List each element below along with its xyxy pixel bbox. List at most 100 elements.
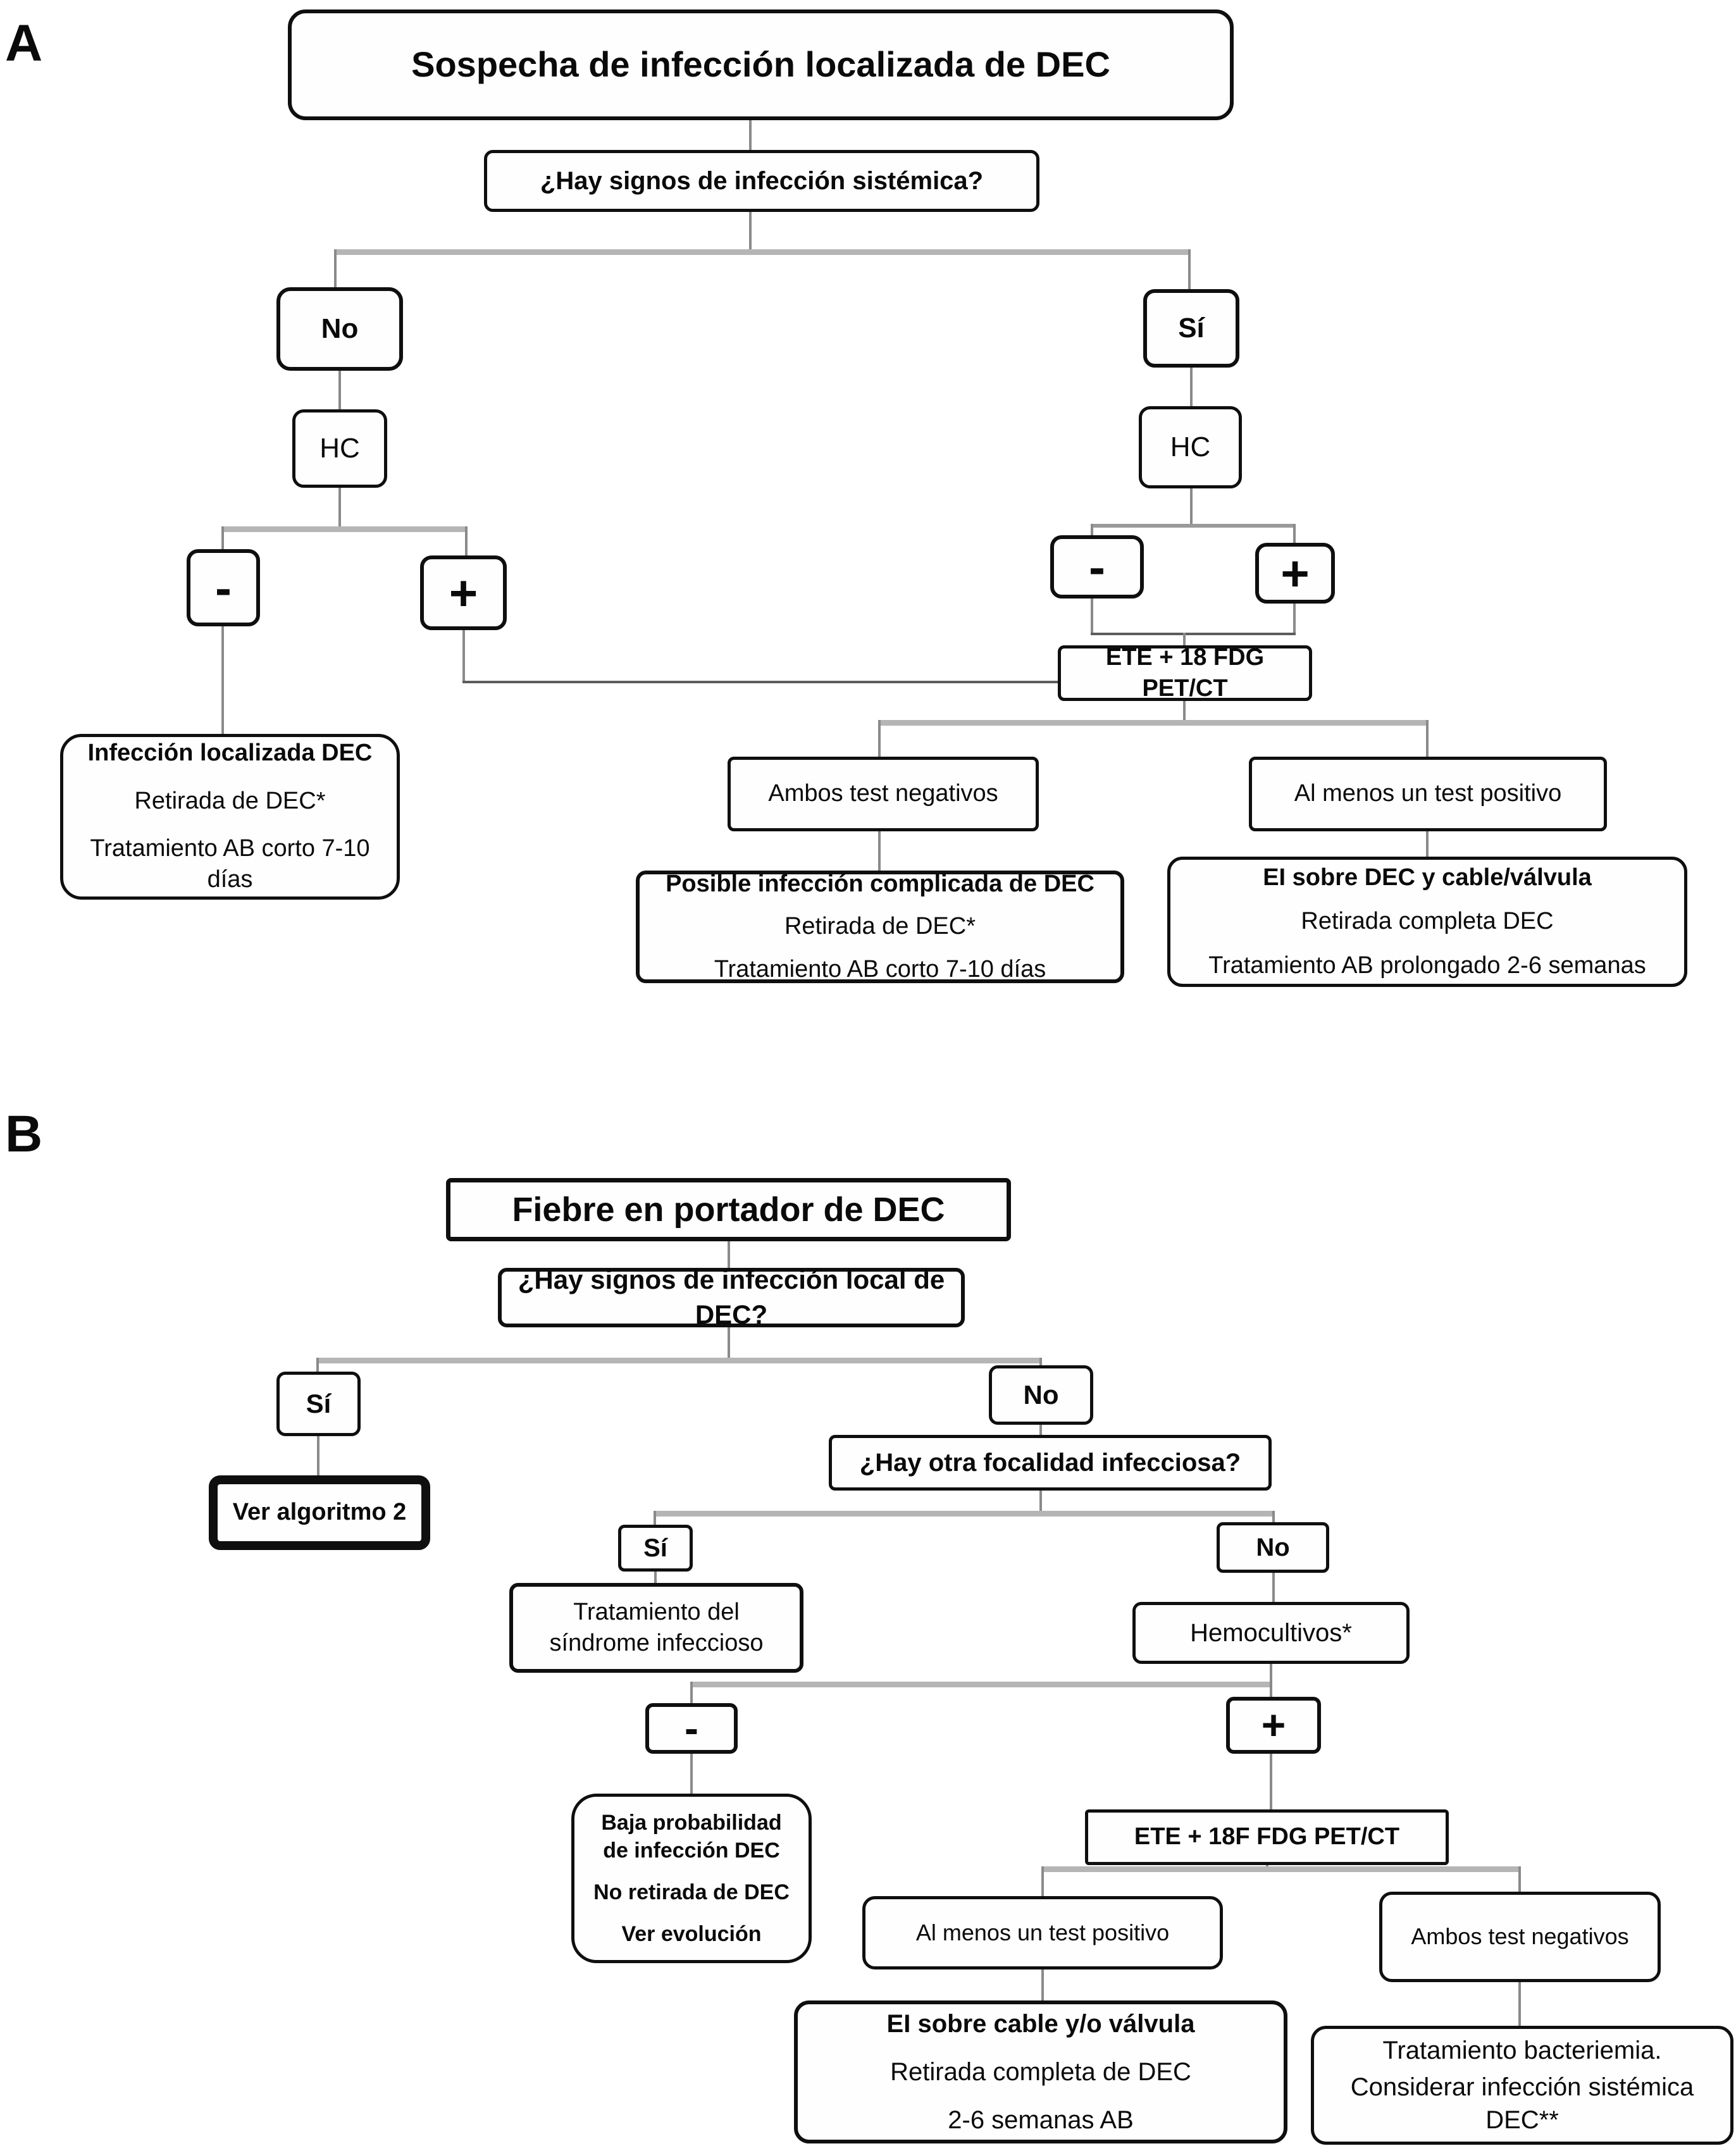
node-plus-right-a: + [1255, 543, 1335, 604]
connector [749, 120, 752, 150]
outcome-line: Retirada de DEC* [134, 787, 326, 814]
node-si-a-label: Sí [1178, 313, 1205, 344]
connector [462, 630, 465, 682]
question-other-focus: ¿Hay otra focalidad infecciosa? [829, 1435, 1272, 1491]
node-ete-b: ETE + 18F FDG PET/CT [1085, 1809, 1449, 1865]
connector [1043, 1866, 1520, 1872]
question-systemic-infection-label: ¿Hay signos de infección sistémica? [540, 167, 984, 195]
outcome-line: EI sobre DEC y cable/válvula [1263, 864, 1592, 891]
node-no-b2-label: No [1256, 1534, 1290, 1561]
connector [749, 212, 752, 252]
outcome-line: Posible infección complicada de DEC [666, 870, 1094, 897]
connector [1270, 1682, 1272, 1697]
connector [1091, 597, 1093, 634]
outcome-line: EI sobre cable y/o válvula [886, 2010, 1195, 2038]
node-minus-b: - [645, 1703, 738, 1754]
connector [1183, 633, 1186, 645]
node-hc-right: HC [1139, 406, 1242, 488]
outcome-line: Retirada de DEC* [784, 913, 976, 940]
node-positive-a-label: Al menos un test positivo [1294, 780, 1562, 807]
connector [462, 681, 1058, 683]
node-minus-right-a: - [1050, 535, 1144, 599]
connector [728, 1327, 730, 1360]
node-blood-cultures-label: Hemocultivos* [1190, 1619, 1352, 1647]
node-both-negative-b-label: Ambos test negativos [1411, 1923, 1629, 1950]
connector [1092, 524, 1294, 528]
question-local-infection-label: ¿Hay signos de infección local de DEC? [518, 1265, 945, 1329]
node-positive-b-label: Al menos un test positivo [915, 1919, 1170, 1945]
node-positive-a: Al menos un test positivo [1249, 757, 1607, 831]
connector [690, 1682, 693, 1703]
question-other-focus-label: ¿Hay otra focalidad infecciosa? [859, 1449, 1241, 1477]
outcome-line: Tratamiento AB corto 7-10 días [90, 835, 370, 893]
connector [221, 526, 466, 532]
node-no-b2: No [1217, 1522, 1329, 1573]
connector [1041, 1969, 1044, 2000]
node-hc-left-label: HC [319, 433, 360, 464]
node-ete-a-label: ETE + 18 FDG PET/CT [1105, 643, 1265, 702]
node-no-b1-label: No [1023, 1379, 1059, 1410]
outcome-line: Tratamiento bacteriemia. [1382, 2037, 1662, 2064]
connector [1039, 1358, 1042, 1365]
outcome-line: Baja probabilidad de infección DEC [601, 1810, 782, 1863]
plus-sign: + [1261, 1701, 1286, 1749]
connector [1426, 831, 1429, 857]
connector [1190, 487, 1193, 528]
node-see-algorithm-2-label: Ver algoritmo 2 [232, 1499, 407, 1526]
panel-a-title-box: Sospecha de infección localizada de DEC [288, 9, 1234, 120]
outcome-ei-lead-valve: EI sobre cable y/o válvula Retirada comp… [794, 2000, 1287, 2143]
node-hc-left: HC [292, 409, 387, 488]
node-si-a: Sí [1143, 289, 1239, 368]
connector [338, 487, 341, 529]
outcome-line: Tratamiento AB corto 7-10 días [714, 955, 1046, 983]
connector [1272, 1572, 1275, 1602]
outcome-line: Infección localizada DEC [87, 740, 373, 767]
panel-b-title: Fiebre en portador de DEC [512, 1190, 945, 1229]
outcome-line: No retirada de DEC [593, 1880, 790, 1904]
node-si-b1-label: Sí [306, 1388, 332, 1418]
connector [1091, 524, 1093, 536]
outcome-localized-infection: Infección localizada DEC Retirada de DEC… [60, 734, 400, 900]
connector [1041, 1866, 1044, 1896]
outcome-line: Ver evolución [621, 1922, 762, 1947]
node-hc-right-label: HC [1170, 431, 1211, 463]
connector [1518, 1982, 1521, 2026]
connector [690, 1754, 693, 1794]
node-si-b1: Sí [276, 1372, 361, 1436]
node-no-a: No [276, 287, 403, 371]
outcome-complicated-infection: Posible infección complicada de DEC Reti… [636, 871, 1124, 983]
connector [317, 1436, 319, 1475]
node-si-b2: Sí [618, 1525, 693, 1572]
connector [465, 526, 468, 557]
plus-sign: + [1280, 545, 1310, 601]
node-treat-syndrome: Tratamiento del síndrome infeccioso [509, 1583, 803, 1673]
panel-a-label: A [5, 15, 43, 72]
minus-sign: - [215, 559, 232, 616]
node-plus-b: + [1226, 1697, 1321, 1754]
panel-a-title: Sospecha de infección localizada de DEC [411, 44, 1110, 85]
node-blood-cultures: Hemocultivos* [1132, 1602, 1410, 1664]
node-plus-left-a: + [420, 555, 507, 630]
node-ete-a: ETE + 18 FDG PET/CT [1058, 644, 1312, 702]
connector [878, 720, 881, 757]
outcome-ei-dec: EI sobre DEC y cable/válvula Retirada co… [1167, 857, 1687, 987]
connector [1293, 602, 1296, 634]
connector [654, 1570, 657, 1583]
node-both-negative-a: Ambos test negativos [728, 757, 1039, 831]
question-systemic-infection: ¿Hay signos de infección sistémica? [484, 150, 1039, 212]
connector [1426, 720, 1429, 757]
connector [879, 720, 1429, 726]
connector [690, 1682, 1271, 1687]
connector [1190, 367, 1193, 406]
node-treat-syndrome-label: Tratamiento del síndrome infeccioso [549, 1598, 764, 1656]
connector [728, 1241, 730, 1268]
connector [1270, 1754, 1272, 1809]
panel-b-label: B [5, 1105, 43, 1163]
node-both-negative-a-label: Ambos test negativos [768, 780, 998, 807]
outcome-line: Considerar infección sistémica DEC** [1350, 2073, 1694, 2134]
connector [1293, 524, 1296, 543]
connector [1039, 1425, 1042, 1435]
question-local-infection: ¿Hay signos de infección local de DEC? [498, 1265, 965, 1329]
node-positive-b: Al menos un test positivo [862, 1896, 1223, 1969]
